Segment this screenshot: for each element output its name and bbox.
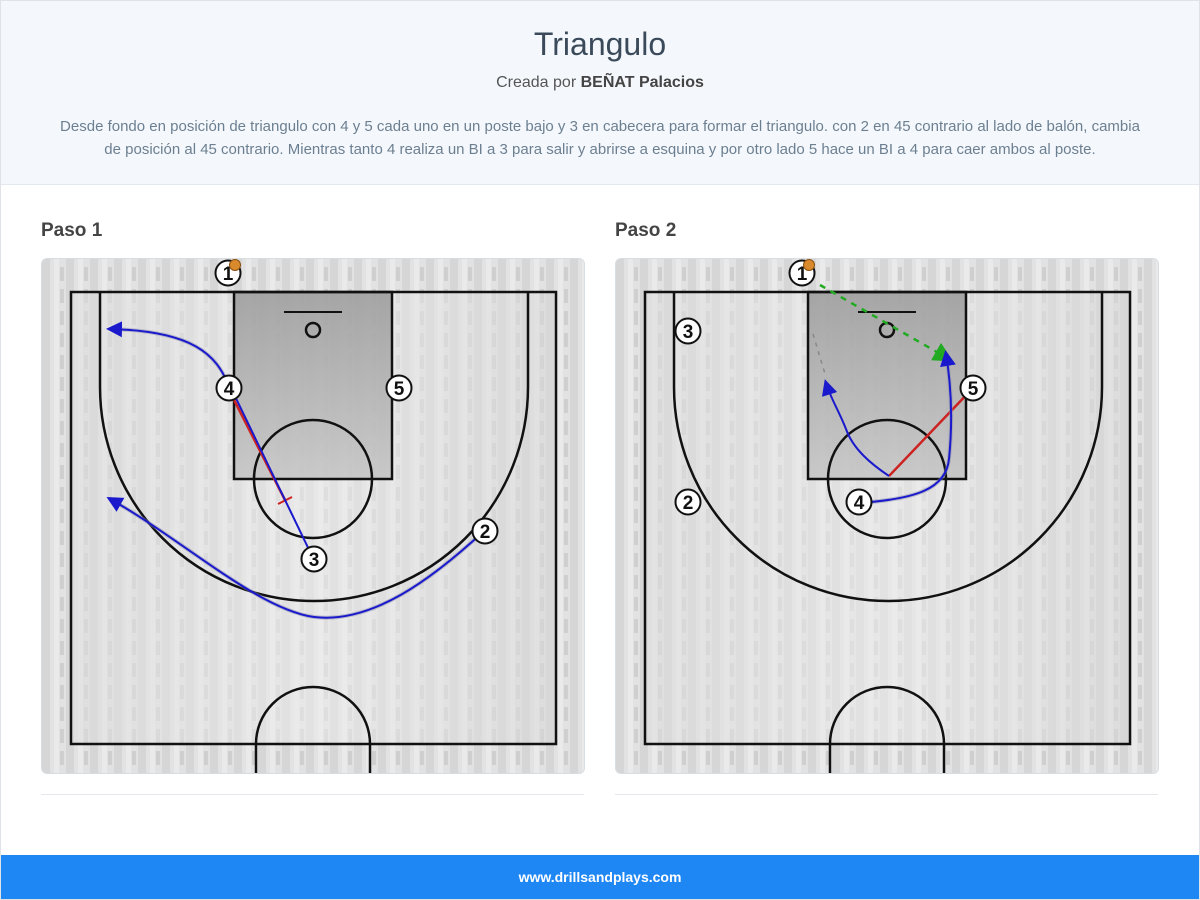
step-1-title: Paso 1 xyxy=(41,220,103,241)
player-4[interactable]: 4 xyxy=(215,374,243,402)
svg-text:1: 1 xyxy=(223,264,234,285)
step-2-title: Paso 2 xyxy=(615,220,677,241)
svg-text:2: 2 xyxy=(683,493,694,514)
player-1[interactable]: 1 xyxy=(214,259,242,287)
player-2[interactable]: 2 xyxy=(674,488,702,516)
three-point-line xyxy=(672,292,1104,603)
screen-line-5 xyxy=(888,388,973,477)
player-4[interactable]: 4 xyxy=(845,488,873,516)
svg-text:3: 3 xyxy=(309,550,320,571)
three-point-line xyxy=(98,292,530,603)
movement-line-5 xyxy=(821,379,890,477)
step-2-court: 1 3 5 2 4 xyxy=(615,258,1159,774)
center-circle xyxy=(254,685,372,773)
basketball-icon xyxy=(229,259,241,271)
step-1-court-svg: 1 4 5 3 2 xyxy=(42,259,584,773)
author-name: BEÑAT Palacios xyxy=(580,74,704,91)
step-1-court: 1 4 5 3 2 xyxy=(41,258,585,774)
movement-line-3 xyxy=(231,389,314,559)
free-throw-circle xyxy=(252,418,374,540)
dribble-hint-line xyxy=(812,333,827,378)
free-throw-circle xyxy=(826,418,948,540)
svg-text:5: 5 xyxy=(968,379,979,400)
svg-text:4: 4 xyxy=(854,493,865,514)
player-5[interactable]: 5 xyxy=(385,374,413,402)
site-footer: www.drillsandplays.com xyxy=(1,855,1199,899)
drill-author: Creada por BEÑAT Palacios xyxy=(1,74,1199,92)
author-prefix: Creada por xyxy=(496,74,577,91)
step-1-divider xyxy=(41,794,584,795)
drill-title: Triangulo xyxy=(533,26,667,62)
svg-text:1: 1 xyxy=(797,264,808,285)
drill-description: Desde fondo en posición de triangulo con… xyxy=(60,118,1140,158)
step-2-court-svg: 1 3 5 2 4 xyxy=(616,259,1158,773)
player-1[interactable]: 1 xyxy=(788,259,816,287)
footer-link[interactable]: www.drillsandplays.com xyxy=(518,869,682,885)
basket xyxy=(304,321,322,339)
paint-area xyxy=(234,292,392,479)
player-5[interactable]: 5 xyxy=(959,374,987,402)
svg-text:4: 4 xyxy=(224,379,235,400)
movement-line-2 xyxy=(106,497,485,619)
svg-text:5: 5 xyxy=(394,379,405,400)
svg-text:2: 2 xyxy=(480,522,491,543)
player-3[interactable]: 3 xyxy=(674,317,702,345)
player-3[interactable]: 3 xyxy=(300,545,328,573)
player-2[interactable]: 2 xyxy=(471,517,499,545)
paint-area xyxy=(808,292,966,479)
pass-line-1-to-5 xyxy=(819,283,954,362)
step-2-divider xyxy=(615,794,1158,795)
center-circle xyxy=(828,685,946,773)
basketball-icon xyxy=(803,259,815,271)
drill-header: Triangulo Creada por BEÑAT Palacios Desd… xyxy=(1,1,1199,185)
svg-text:3: 3 xyxy=(683,322,694,343)
movement-line-4 xyxy=(858,350,956,504)
